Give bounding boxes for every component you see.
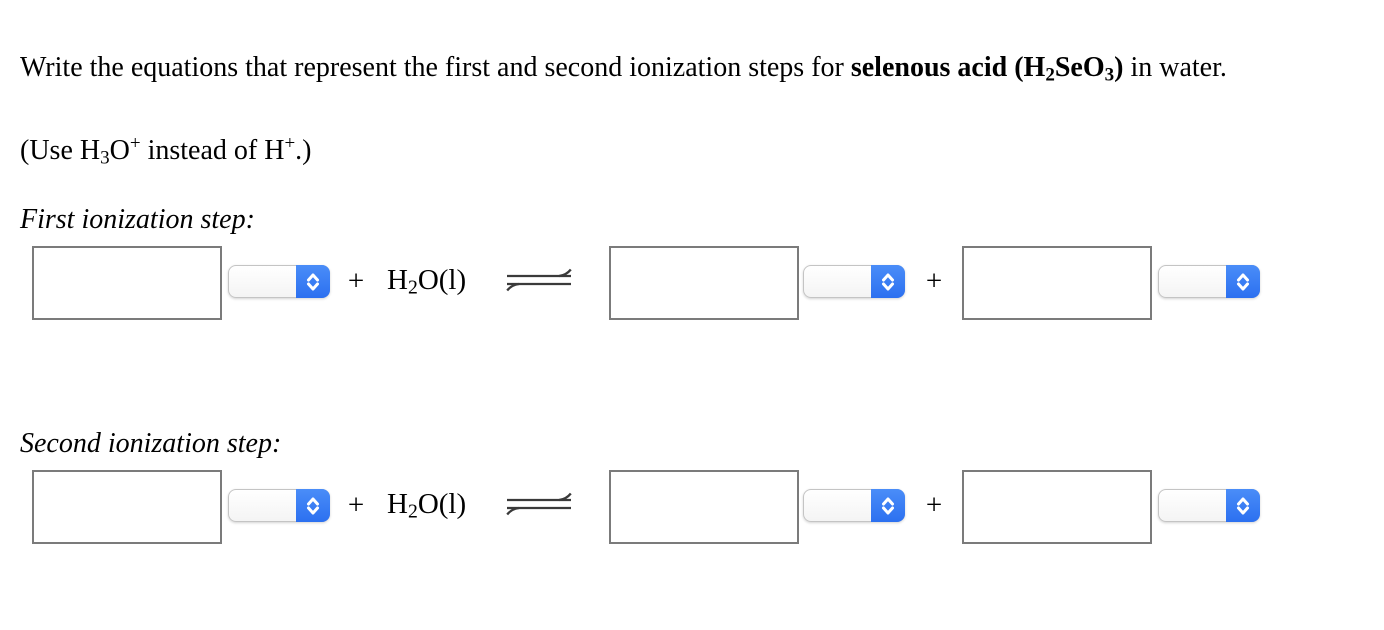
hydronium-subscript: 3: [100, 147, 110, 169]
first-step-label: First ionization step:: [20, 204, 255, 235]
hint-text-segment: instead of H: [140, 134, 285, 166]
plus-operator: +: [347, 489, 365, 521]
hint-text: (Use H3O+ instead of H+.): [20, 126, 312, 175]
plus-operator: +: [347, 265, 365, 297]
product2-input[interactable]: [962, 470, 1152, 544]
question-text: Write the equations that represent the f…: [20, 50, 1227, 92]
product2-phase-select[interactable]: [1158, 265, 1260, 298]
chevron-up-down-icon: [871, 489, 905, 522]
chevron-up-down-icon: [296, 489, 330, 522]
plus-operator: +: [925, 265, 943, 297]
hint-text-segment: O: [109, 134, 130, 166]
water-formula-segment: O(l): [417, 264, 467, 296]
water-formula-subscript: 2: [407, 276, 418, 299]
product1-input[interactable]: [609, 246, 799, 320]
chevron-up-down-icon: [1226, 265, 1260, 298]
water-formula: H2O(l): [387, 486, 466, 530]
reactant-input[interactable]: [32, 470, 222, 544]
proton-charge-superscript: +: [284, 133, 296, 154]
equilibrium-arrows-icon: [506, 268, 572, 292]
hint-text-segment: .): [295, 134, 312, 166]
second-step-label: Second ionization step:: [20, 428, 282, 459]
product1-phase-select[interactable]: [803, 489, 905, 522]
plus-operator: +: [925, 489, 943, 521]
water-formula-segment: H: [387, 264, 408, 296]
acid-formula-close-paren: ): [1114, 52, 1124, 83]
second-ionization-equation: + H2O(l) +: [0, 470, 1384, 546]
water-formula-subscript: 2: [407, 500, 418, 523]
first-ionization-equation: + H2O(l) +: [0, 246, 1384, 322]
acid-formula: SeO: [1054, 52, 1105, 83]
question-text-segment: Write the equations that represent the f…: [20, 52, 851, 83]
product1-phase-select[interactable]: [803, 265, 905, 298]
reactant-phase-select[interactable]: [228, 489, 330, 522]
chevron-up-down-icon: [296, 265, 330, 298]
acid-formula-subscript: 3: [1104, 64, 1115, 86]
chevron-up-down-icon: [871, 265, 905, 298]
water-formula: H2O(l): [387, 262, 466, 306]
water-formula-segment: H: [387, 488, 408, 520]
reactant-input[interactable]: [32, 246, 222, 320]
product1-input[interactable]: [609, 470, 799, 544]
acid-name-bold: selenous acid (H: [850, 52, 1046, 83]
product2-input[interactable]: [962, 246, 1152, 320]
chevron-up-down-icon: [1226, 489, 1260, 522]
question-text-segment: in water.: [1123, 52, 1227, 83]
water-formula-segment: O(l): [417, 488, 467, 520]
equilibrium-arrows-icon: [506, 492, 572, 516]
reactant-phase-select[interactable]: [228, 265, 330, 298]
product2-phase-select[interactable]: [1158, 489, 1260, 522]
hint-text-segment: (Use H: [20, 134, 101, 166]
hydronium-charge-superscript: +: [129, 133, 141, 154]
acid-formula-subscript: 2: [1045, 64, 1055, 86]
